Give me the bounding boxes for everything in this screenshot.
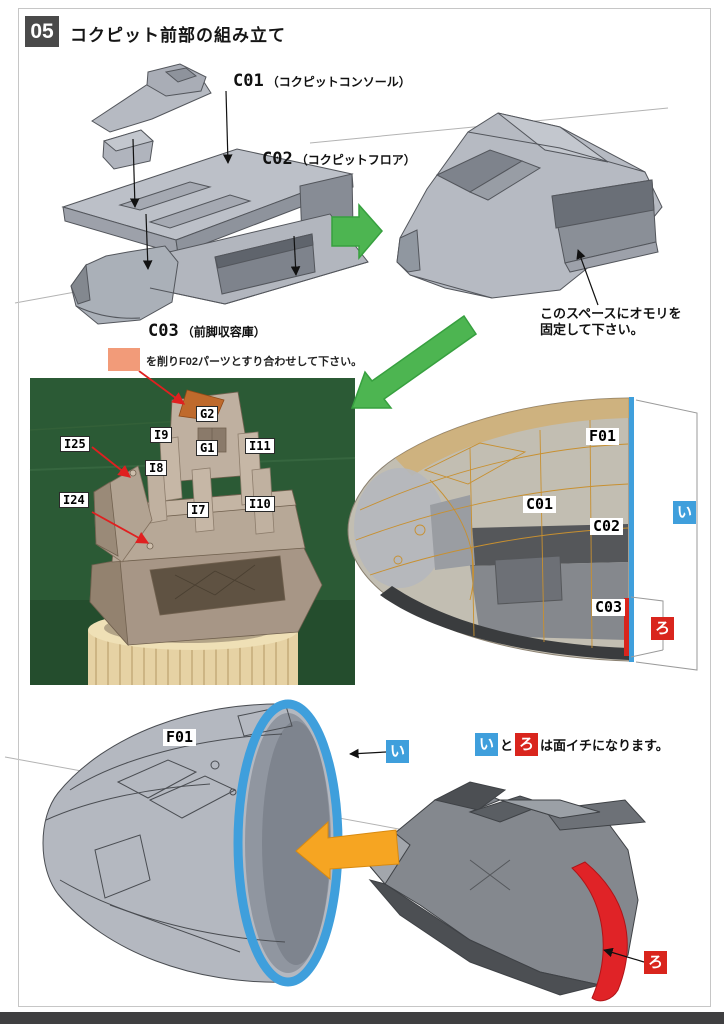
photo-label-i7: I7: [187, 502, 210, 518]
weight-note-pointer: [576, 249, 599, 306]
weight-note-line1: このスペースにオモリを: [540, 306, 682, 321]
flush-note: い と ろ は面イチになります。: [475, 733, 669, 756]
cutaway-view-drawing: [347, 397, 698, 671]
edge-pointers: [349, 748, 645, 963]
photo-label-i9: I9: [150, 427, 173, 443]
part-name-c02: （コクピットフロア）: [295, 153, 416, 167]
page-title: コクピット前部の組み立て: [70, 26, 286, 45]
photo-label-i24: I24: [59, 492, 89, 508]
edge-ro-badge-cutaway: ろ: [651, 617, 674, 640]
cutaway-label-c02: C02: [590, 518, 624, 535]
sanding-swatch: [108, 348, 140, 371]
part-name-c03: （前脚収容庫）: [181, 325, 266, 339]
insert-arrow: [295, 820, 400, 881]
photo-label-g2: G2: [196, 406, 219, 422]
page-border: [18, 8, 711, 1007]
cutaway-label-f01: F01: [586, 428, 620, 445]
weight-note-line2: 固定して下さい。: [540, 322, 644, 337]
photo-label-i25: I25: [60, 436, 90, 452]
photo-label-i11: I11: [245, 438, 275, 454]
photo-label-i8: I8: [145, 460, 168, 476]
part-code-c02: C02: [262, 149, 293, 169]
part-name-c01: （コクピットコンソール）: [266, 75, 411, 89]
photo: [29, 378, 356, 685]
part-code-c01: C01: [233, 71, 264, 91]
red-callout-arrows: [91, 370, 186, 544]
footer-bar: [0, 1012, 724, 1024]
label-c03: C03 （前脚収容庫）: [148, 321, 266, 341]
bottom-label-f01: F01: [163, 729, 197, 746]
assembled-view-drawing: [396, 112, 663, 299]
cutaway-label-c03: C03: [592, 599, 626, 616]
f01-drawing: [42, 699, 343, 987]
photo-label-g1: G1: [196, 440, 219, 456]
edge-i-badge-cutaway: い: [673, 501, 696, 524]
flush-note-ro-badge: ろ: [515, 733, 539, 756]
photo-label-i10: I10: [245, 496, 275, 512]
flow-arrow-right: [331, 203, 383, 261]
edge-ro-badge-bottom: ろ: [644, 951, 667, 974]
part-code-c03: C03: [148, 321, 179, 341]
step-number-badge: 05: [25, 16, 59, 47]
label-c02: C02 （コクピットフロア）: [262, 149, 416, 169]
flush-note-to: と: [500, 738, 514, 753]
edge-i-badge-bottom: い: [386, 740, 409, 763]
label-c01: C01 （コクピットコンソール）: [233, 71, 411, 91]
cutaway-label-c01: C01: [523, 496, 557, 513]
weight-note: このスペースにオモリを 固定して下さい。: [540, 306, 681, 338]
sanding-note: を削りF02パーツとすり合わせして下さい。: [146, 356, 363, 368]
assembly-arrows: [129, 90, 301, 276]
flush-note-rest: は面イチになります。: [540, 738, 669, 753]
flush-note-i-badge: い: [475, 733, 498, 756]
flow-arrow-diagonal: [350, 314, 478, 409]
